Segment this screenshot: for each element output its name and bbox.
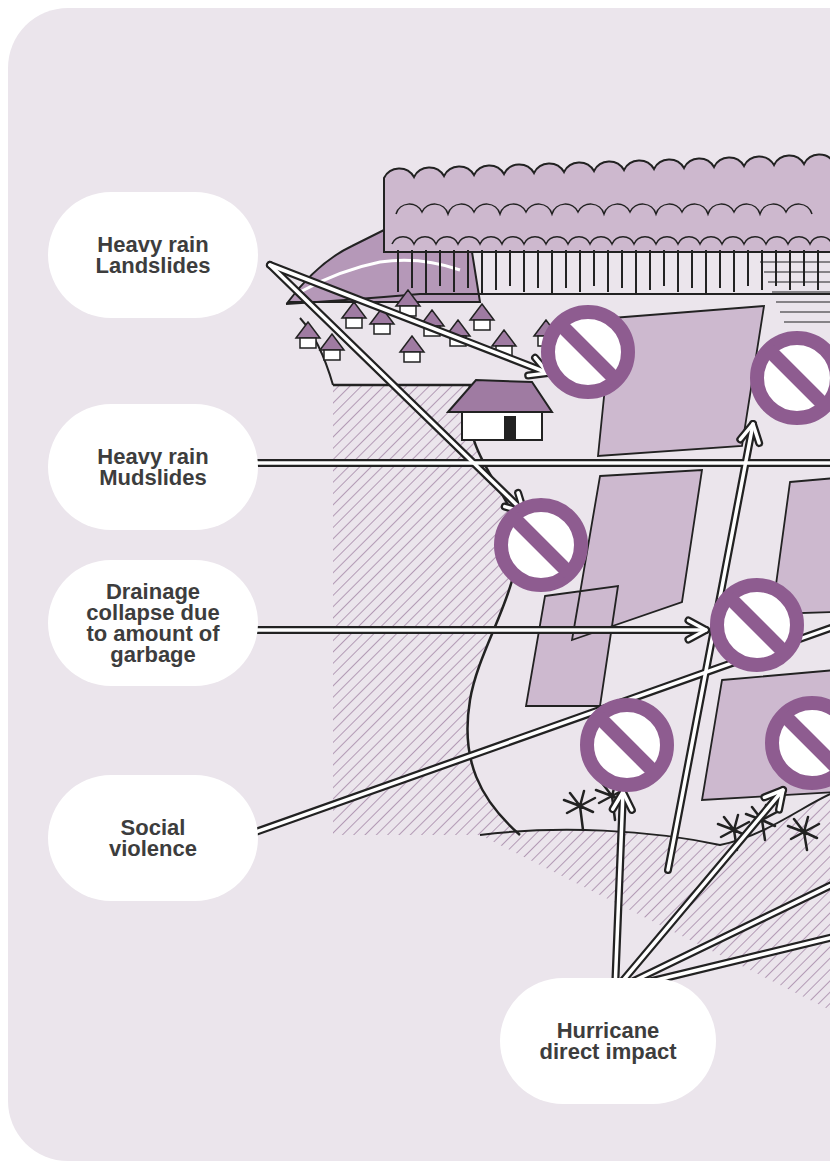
leader-line: [615, 790, 783, 990]
prohibition-slash: [769, 350, 825, 406]
leader-line: [740, 424, 759, 443]
callout-bubble: Heavy rain Landslides: [48, 192, 258, 318]
leader-line: [764, 790, 783, 810]
callout-text: Drainage collapse due to amount of garba…: [78, 581, 228, 665]
background-panel: [8, 8, 830, 1161]
prohibition-signs: [501, 312, 830, 785]
leader-outline: [615, 792, 623, 990]
callout-text: Heavy rain Landslides: [78, 234, 228, 276]
hut-roofs: [296, 290, 558, 352]
leader-line: [250, 628, 706, 632]
callout-bubble: Heavy rain Mudslides: [48, 404, 258, 530]
leader-line: [615, 880, 830, 990]
callout-text: Hurricane direct impact: [533, 1020, 683, 1062]
palm-trees: [564, 781, 819, 850]
callout-text: Social violence: [78, 817, 228, 859]
tree-trunks: [398, 250, 818, 294]
leader-line: [688, 620, 706, 639]
callout-text: Heavy rain Mudslides: [78, 446, 228, 488]
prohibition-sign: [772, 703, 830, 783]
leader-line: [615, 792, 623, 990]
prohibition-sign: [717, 585, 797, 665]
tree-texture: [392, 204, 830, 244]
main-hut-roof: [448, 380, 552, 412]
prohibition-sign: [548, 312, 628, 392]
prohibition-sign: [757, 338, 830, 418]
terrace-lines: [760, 262, 830, 322]
leader-outline: [615, 880, 830, 990]
leader-line: [270, 265, 524, 512]
prohibition-slash: [560, 324, 616, 380]
leader-outline: [270, 265, 548, 373]
prohibition-slash: [784, 715, 830, 771]
prohibition-sign: [587, 705, 667, 785]
main-hut-wall: [462, 412, 542, 440]
prohibition-sign: [501, 505, 581, 585]
main-hut-door: [504, 416, 516, 440]
leader-outline: [615, 790, 783, 990]
leader-line: [250, 461, 830, 465]
leader-outline: [250, 626, 706, 634]
prohibition-slash: [599, 717, 655, 773]
prohibition-slash: [729, 597, 785, 653]
leader-outline: [270, 265, 524, 512]
callout-bubble: Social violence: [48, 775, 258, 901]
callout-bubble: Drainage collapse due to amount of garba…: [48, 560, 258, 686]
leader-line: [613, 792, 632, 810]
prohibition-slash: [513, 517, 569, 573]
leader-lines: [250, 265, 830, 990]
leader-line: [270, 265, 548, 373]
tree-canopy: [384, 154, 830, 252]
callout-bubble: Hurricane direct impact: [500, 978, 716, 1104]
